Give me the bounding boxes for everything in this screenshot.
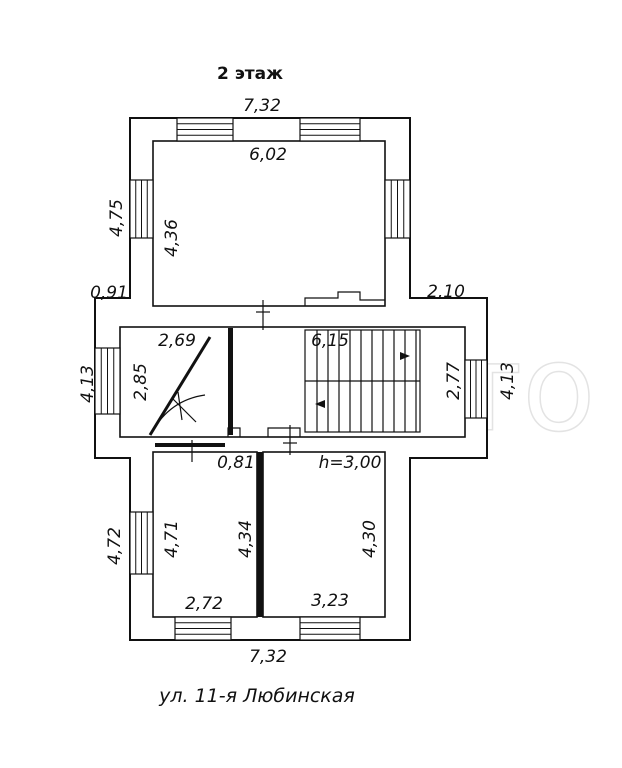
dim-left-outer-bottom: 4,72 (105, 527, 125, 565)
dim-corridor-width: 0,81 (217, 453, 255, 473)
partition-bottom (257, 452, 263, 617)
corridor-wall (227, 427, 301, 437)
staircase (304, 329, 421, 433)
dim-stair-height: 2,77 (444, 362, 464, 400)
stair-notch (304, 291, 385, 306)
dim-left-outer-top: 4,75 (107, 199, 127, 237)
door-swing-1 (171, 397, 197, 423)
dim-room-bl-height: 4,71 (162, 520, 182, 558)
dim-top-room-height: 4,36 (162, 219, 182, 257)
dim-stair-width: 6,15 (311, 331, 349, 351)
floor-title: 2 этаж (217, 64, 283, 84)
room-bottom-right (262, 451, 386, 618)
dim-room-br-width: 3,23 (311, 591, 349, 611)
dim-step-left: 0,91 (90, 283, 128, 303)
window-top-right (299, 117, 361, 142)
street-name: ул. 11-я Любинская (158, 685, 355, 707)
window-left-mid (94, 347, 121, 415)
partition-hall (228, 328, 233, 435)
dim-top-outer: 7,32 (243, 96, 281, 116)
dim-top-room-width: 6,02 (249, 145, 287, 165)
dim-hall-left-height: 2,85 (131, 363, 151, 401)
stair-arrow-down (315, 400, 325, 408)
room-bottom-left (152, 451, 258, 618)
door-arc (151, 394, 206, 433)
dim-right-outer-mid: 4,13 (498, 362, 518, 400)
dim-step-right: 2,10 (427, 282, 465, 302)
dim-left-outer-mid: 4,13 (78, 365, 98, 403)
window-right-top (384, 179, 411, 239)
window-top-left (176, 117, 234, 142)
dim-room-bl-width: 2,72 (185, 594, 223, 614)
window-bottom-right (299, 616, 361, 641)
window-left-bottom (129, 511, 154, 575)
dim-partition-height: 4,34 (236, 520, 256, 558)
dim-bottom-outer: 7,32 (249, 647, 287, 667)
window-right-mid (464, 359, 488, 419)
dim-ceiling-height: h=3,00 (319, 453, 382, 473)
windows (94, 117, 488, 641)
dim-hall-left-width: 2,69 (158, 331, 196, 351)
diagonal-wall (148, 336, 212, 436)
stair-arrow-up (400, 352, 410, 360)
room-top (152, 140, 386, 307)
partition-corridor (155, 443, 225, 447)
door-swing-2 (177, 391, 183, 421)
dim-room-br-height: 4,30 (360, 520, 380, 558)
window-bottom-left (174, 616, 232, 641)
window-left-top (129, 179, 154, 239)
